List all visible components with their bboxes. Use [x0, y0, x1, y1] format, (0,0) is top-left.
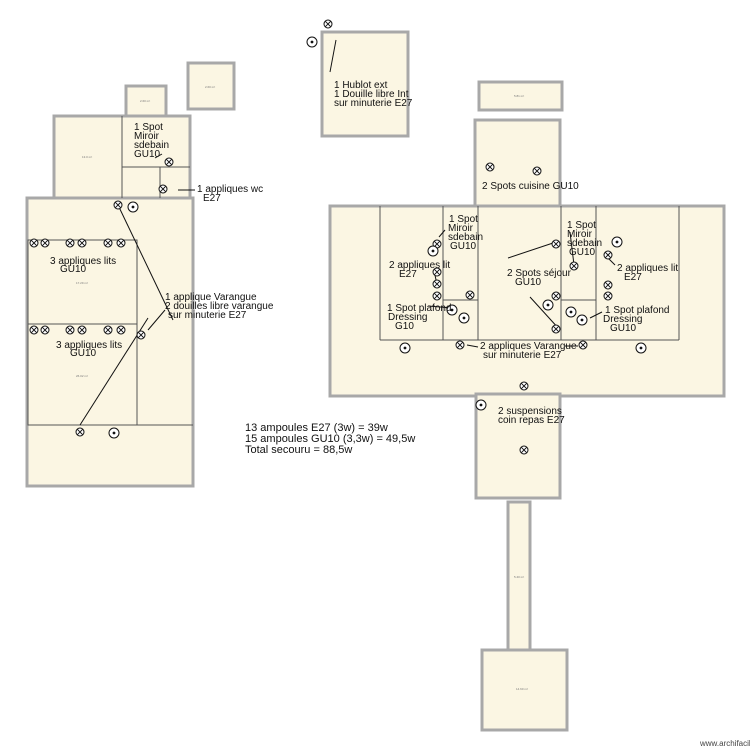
lamp-cross-icon [40, 238, 50, 248]
area-labels: 2.60 m² 2.60 m² 13.0 m² 17.29 m² 26.02 m… [76, 85, 528, 691]
wire [117, 204, 174, 321]
lamp-cross-icon [113, 200, 123, 210]
small-square-room [186, 61, 236, 111]
bulb-circle-icon [611, 236, 623, 248]
main-right-room [328, 204, 726, 398]
power-summary: 13 ampoules E27 (3w) = 39w 15 ampoules G… [245, 422, 418, 456]
label-spot-miroir-mid: 1 Spot Miroir sdebain GU10 [448, 214, 486, 252]
bulb-circle-icon [635, 342, 647, 354]
annotations: 1 Hublot ext 1 Douille libre Int sur min… [50, 80, 750, 748]
arrow [507, 242, 554, 259]
bulb-circle-icon [542, 299, 554, 311]
label-spot-miroir-left: 1 Spot Miroir sdebain GU10 [134, 122, 172, 160]
lamp-cross-icon [455, 340, 465, 350]
label-suspensions: 2 suspensions coin repas E27 [498, 406, 565, 426]
arrow [529, 296, 561, 331]
lamp-cross-icon [465, 290, 475, 300]
lamp-cross-icon [569, 261, 579, 271]
hublot-room [320, 30, 410, 138]
lamp-cross-icon [432, 267, 442, 277]
arrow [569, 231, 575, 266]
area-corridor: 5.40 m² [514, 575, 524, 579]
lamp-cross-icon [29, 325, 39, 335]
lamp-cross-icon [432, 279, 442, 289]
bulb-circle-icon [446, 304, 458, 316]
wires [79, 39, 616, 426]
lamp-cross-icon [77, 325, 87, 335]
lamp-cross-icon [551, 291, 561, 301]
left-wing [25, 61, 236, 488]
lamp-cross-icon [432, 291, 442, 301]
label-spot-dressing-left: 1 Spot plafond Dressing G10 [387, 303, 454, 332]
area-bed-upper: 17.29 m² [76, 281, 88, 285]
lamp-cross-icon [485, 162, 495, 172]
top-right-rooms [320, 30, 564, 138]
lamp-cross-icon [75, 427, 85, 437]
light-symbols [29, 19, 647, 455]
lamp-cross-icon [551, 324, 561, 334]
lamp-cross-icon [103, 238, 113, 248]
lamp-cross-icon [29, 238, 39, 248]
small-rect-room [477, 80, 564, 112]
lamp-cross-icon [551, 239, 561, 249]
lamp-cross-icon [116, 238, 126, 248]
label-appliques-lit-left: 2 appliques lit E27 [389, 260, 453, 280]
bulb-circle-icon [475, 399, 487, 411]
lamp-cross-icon [164, 157, 174, 167]
lamp-cross-icon [519, 445, 529, 455]
label-appliques-lits-1: 3 appliques lits GU10 [50, 256, 119, 275]
area-bed-lower: 26.02 m² [76, 374, 88, 378]
label-hublot: 1 Hublot ext 1 Douille libre Int sur min… [334, 80, 413, 109]
credit-text: www.archifacile.fr [699, 739, 750, 748]
lamp-cross-icon [65, 238, 75, 248]
lamp-cross-icon [103, 325, 113, 335]
bulb-circle-icon [108, 427, 120, 439]
label-spots-cuisine: 2 Spots cuisine GU10 [482, 181, 579, 192]
lamp-cross-icon [578, 340, 588, 350]
bulb-circle-icon [458, 312, 470, 324]
lamp-cross-icon [116, 325, 126, 335]
lamp-cross-icon [519, 381, 529, 391]
area-bath-left: 13.0 m² [82, 155, 92, 159]
arrow [147, 309, 166, 331]
arrow [466, 344, 479, 348]
bulb-circle-icon [127, 201, 139, 213]
arrow [438, 229, 446, 238]
label-appliques-lit-right: 2 appliques lit E27 [617, 263, 681, 283]
arrow [154, 153, 163, 159]
area-bottom-room: 14.60 m² [516, 687, 528, 691]
bulb-circle-icon [576, 314, 588, 326]
lamp-cross-icon [603, 250, 613, 260]
lamp-cross-icon [323, 19, 333, 29]
bulb-circle-icon [306, 36, 318, 48]
lamp-cross-icon [603, 291, 613, 301]
label-spot-dressing-right: 1 Spot plafond Dressing GU10 [603, 305, 672, 334]
dining-room [474, 392, 562, 500]
label-appliques-wc: 1 appliques wc E27 [197, 184, 266, 204]
lamp-cross-icon [136, 330, 146, 340]
area-small-left: 2.60 m² [140, 99, 150, 103]
lamp-cross-icon [158, 184, 168, 194]
arrow [329, 39, 337, 73]
label-applique-varangue-left: 1 applique Varangue 2 douilles libre var… [165, 292, 276, 321]
lamp-cross-icon [40, 325, 50, 335]
lamp-cross-icon [603, 280, 613, 290]
bulb-circle-icon [399, 342, 411, 354]
arrow [589, 311, 603, 319]
label-spot-miroir-right: 1 Spot Miroir sdebain GU10 [567, 220, 605, 258]
lamp-cross-icon [77, 238, 87, 248]
lamp-cross-icon [532, 166, 542, 176]
label-appliques-lits-2: 3 appliques lits GU10 [56, 340, 125, 359]
lamp-cross-icon [65, 325, 75, 335]
area-small-square: 2.60 m² [205, 85, 215, 89]
right-wing [328, 118, 726, 732]
bottom-room [480, 648, 569, 732]
bulb-circle-icon [427, 245, 439, 257]
label-spots-sejour: 2 Spots séjour GU10 [507, 268, 574, 288]
label-appliques-varangue-mid: 2 appliques Varangue sur minuterie E27 [480, 341, 579, 361]
bulb-circle-icon [565, 306, 577, 318]
area-top-right-rect: 5.81 m² [514, 94, 524, 98]
